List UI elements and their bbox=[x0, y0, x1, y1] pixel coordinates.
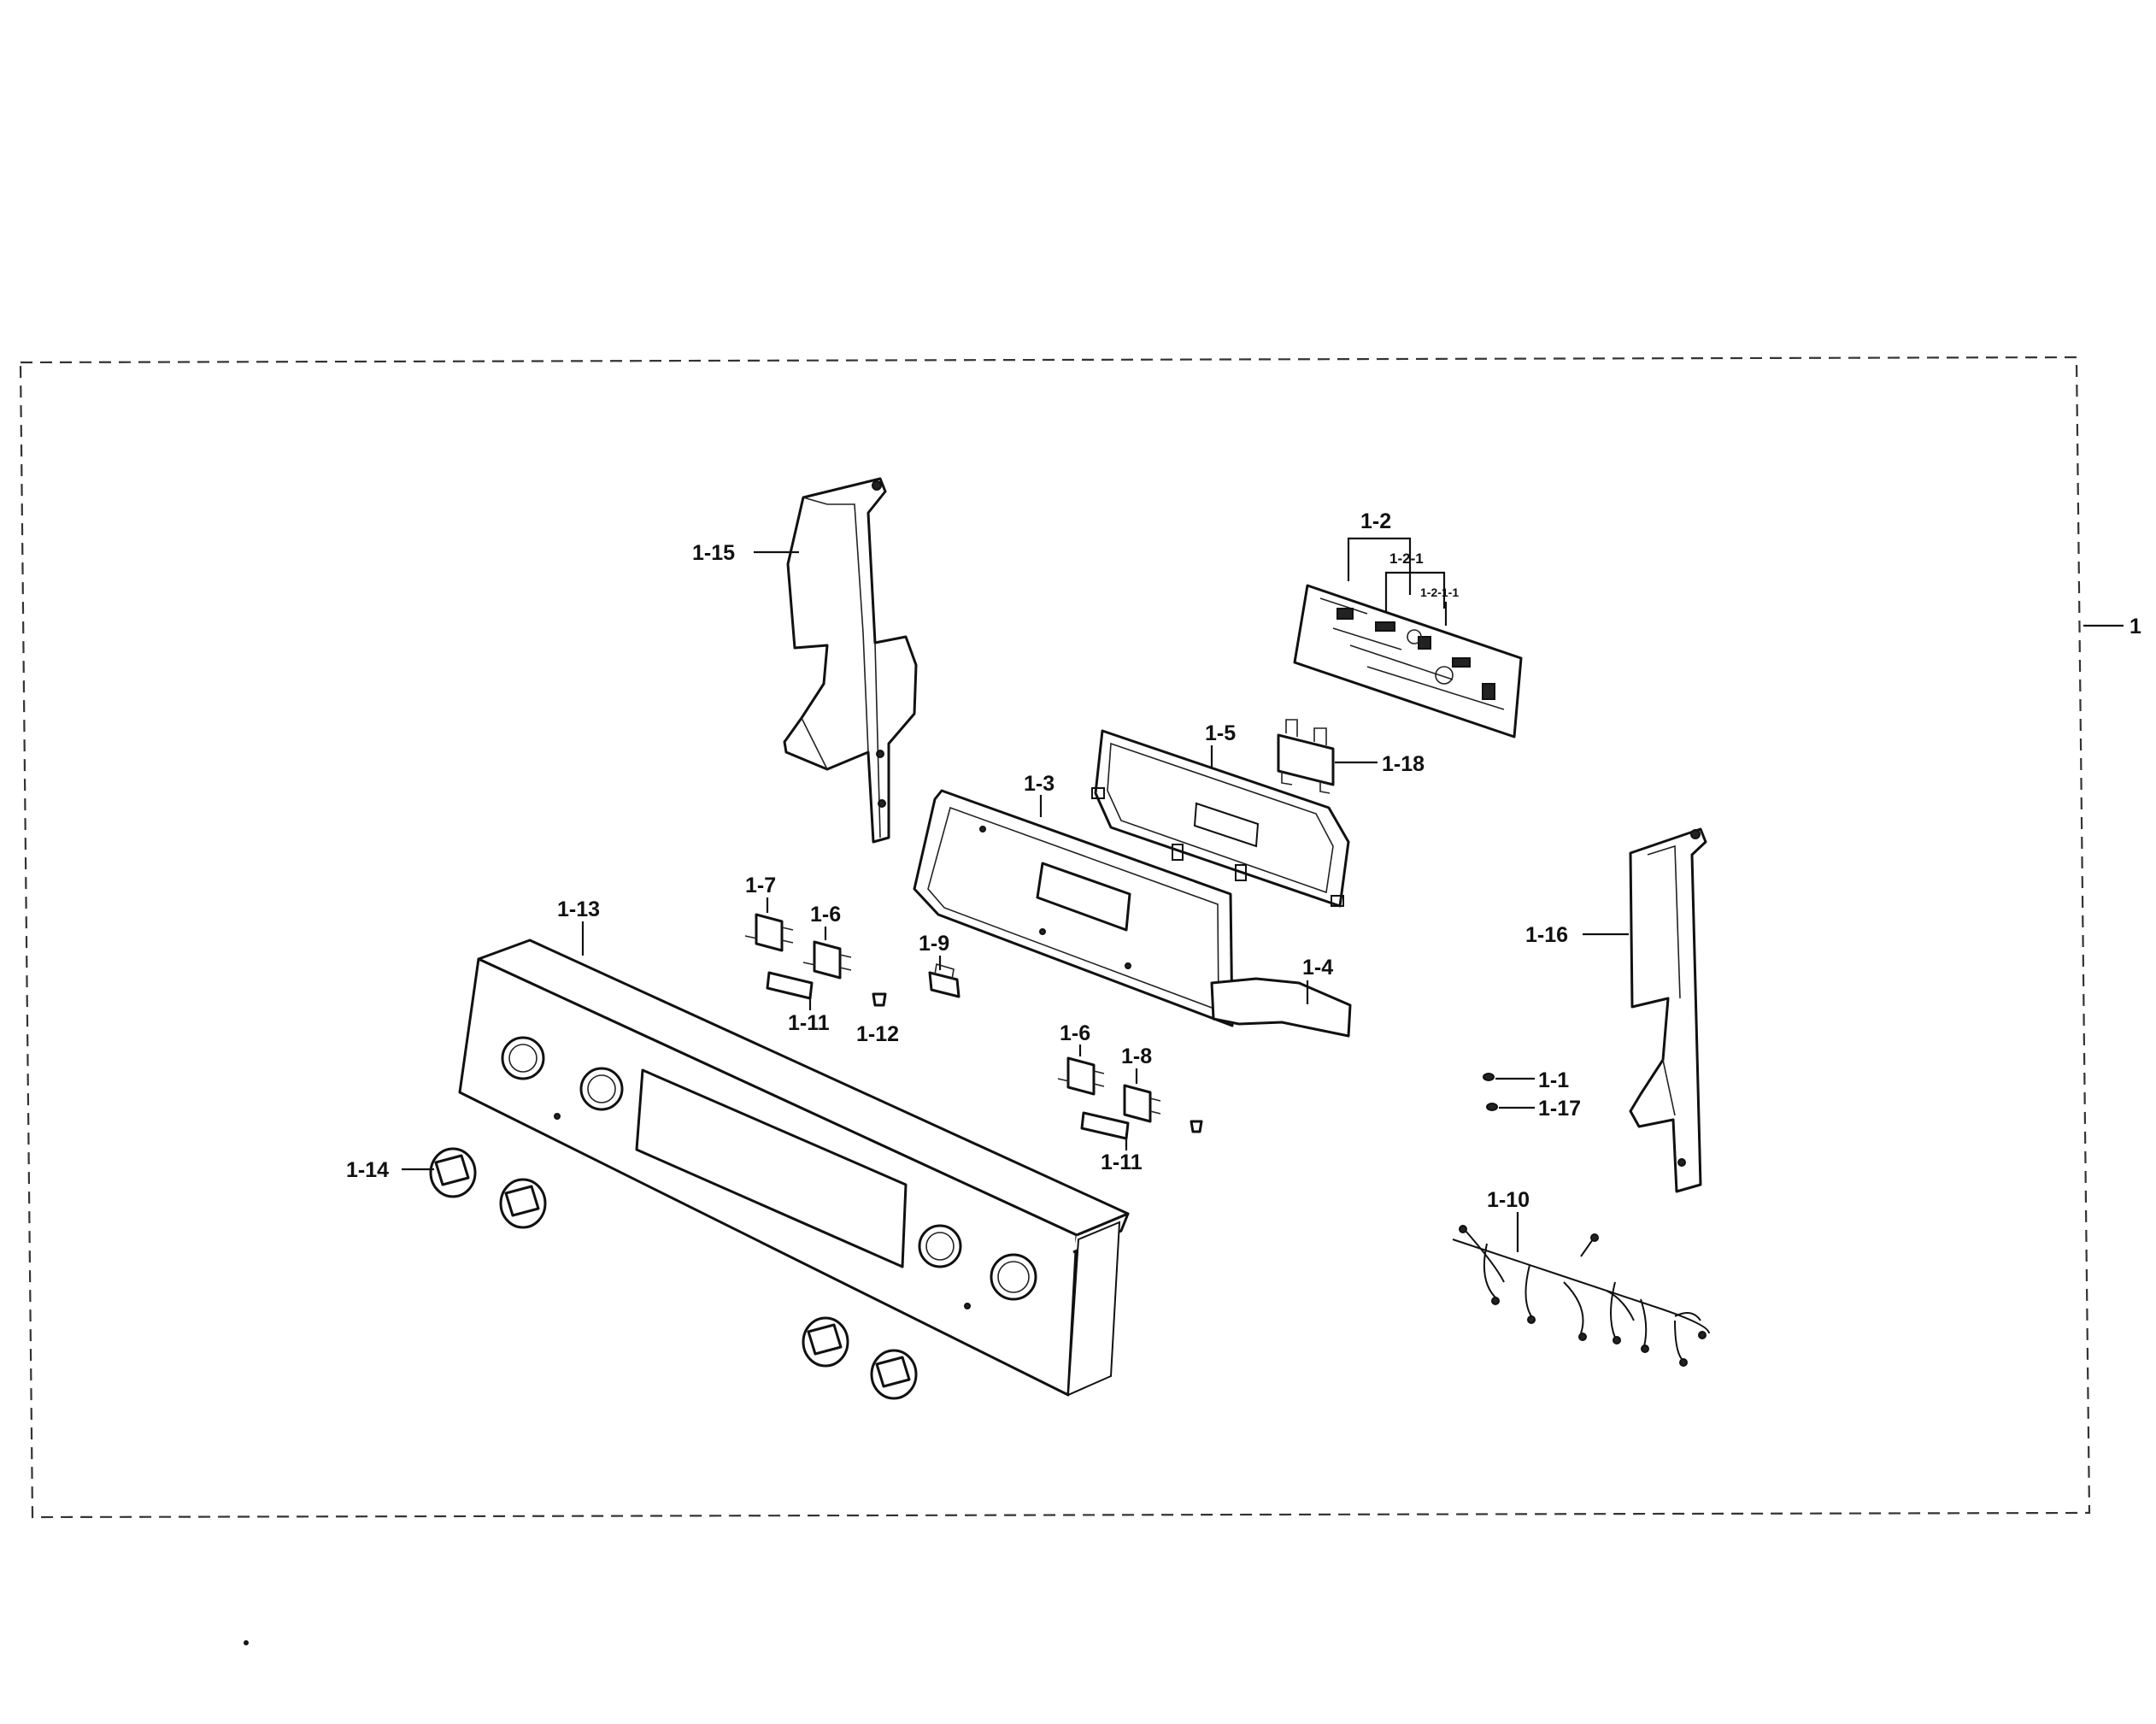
callout-1-13: 1-13 bbox=[557, 897, 600, 921]
switch-1-8 bbox=[1123, 1084, 1161, 1123]
leader-1-2-1 bbox=[1384, 571, 1446, 612]
callout-1-18: 1-18 bbox=[1382, 752, 1425, 776]
assembly-boundary bbox=[19, 356, 2091, 1519]
callout-1-15: 1-15 bbox=[692, 541, 735, 565]
callout-1-17: 1-17 bbox=[1538, 1097, 1581, 1121]
switch-cover-upper bbox=[766, 971, 814, 1000]
callout-1-2-1: 1-2-1 bbox=[1389, 550, 1424, 567]
callout-1-4: 1-4 bbox=[1302, 956, 1333, 980]
screw-1-17 bbox=[1486, 1103, 1498, 1111]
relay-module bbox=[1277, 719, 1335, 794]
callout-1-7: 1-7 bbox=[745, 874, 776, 897]
callout-1-16: 1-16 bbox=[1525, 923, 1568, 947]
knob-2 bbox=[499, 1178, 547, 1229]
callout-1-8: 1-8 bbox=[1121, 1044, 1152, 1068]
callout-1-12: 1-12 bbox=[856, 1022, 899, 1046]
stray-mark bbox=[244, 1640, 249, 1645]
left-side-bracket bbox=[783, 477, 918, 844]
screw-1-12 bbox=[872, 992, 887, 1007]
callout-1-6-upper: 1-6 bbox=[810, 903, 841, 927]
knob-1 bbox=[429, 1147, 477, 1198]
callout-1-10: 1-10 bbox=[1487, 1188, 1530, 1212]
knob-3 bbox=[802, 1316, 849, 1368]
knob-4 bbox=[870, 1349, 918, 1400]
callout-1-6-lower: 1-6 bbox=[1060, 1021, 1090, 1045]
callout-1-2-1-1: 1-2-1-1 bbox=[1420, 585, 1459, 599]
screw-1-1 bbox=[1483, 1073, 1495, 1081]
callout-1-11-upper: 1-11 bbox=[788, 1011, 830, 1035]
control-pcb bbox=[1293, 584, 1523, 738]
callout-1-5: 1-5 bbox=[1205, 721, 1236, 745]
switch-cover-lower bbox=[1080, 1111, 1130, 1140]
control-panel bbox=[458, 938, 1130, 1397]
screw-small-lower bbox=[1190, 1120, 1203, 1133]
callout-1-14: 1-14 bbox=[346, 1158, 389, 1182]
callout-1-9: 1-9 bbox=[919, 932, 949, 956]
display-bracket bbox=[1091, 729, 1350, 908]
right-side-bracket bbox=[1629, 827, 1707, 1193]
gasket-strip bbox=[1210, 977, 1352, 1038]
leader-1-2 bbox=[1347, 537, 1412, 595]
clip-1-9 bbox=[928, 962, 961, 998]
callout-1-1: 1-1 bbox=[1538, 1068, 1569, 1092]
wire-harness bbox=[1452, 1225, 1710, 1367]
display-frame bbox=[913, 789, 1234, 1027]
callout-1-3: 1-3 bbox=[1024, 772, 1055, 796]
switch-1-7 bbox=[744, 913, 794, 952]
callout-1-2: 1-2 bbox=[1360, 509, 1391, 533]
switch-1-6-upper bbox=[802, 940, 852, 980]
assembly-callout: 1 bbox=[2130, 615, 2141, 638]
switch-1-6-lower bbox=[1057, 1056, 1105, 1096]
callout-1-11-lower: 1-11 bbox=[1101, 1150, 1143, 1174]
